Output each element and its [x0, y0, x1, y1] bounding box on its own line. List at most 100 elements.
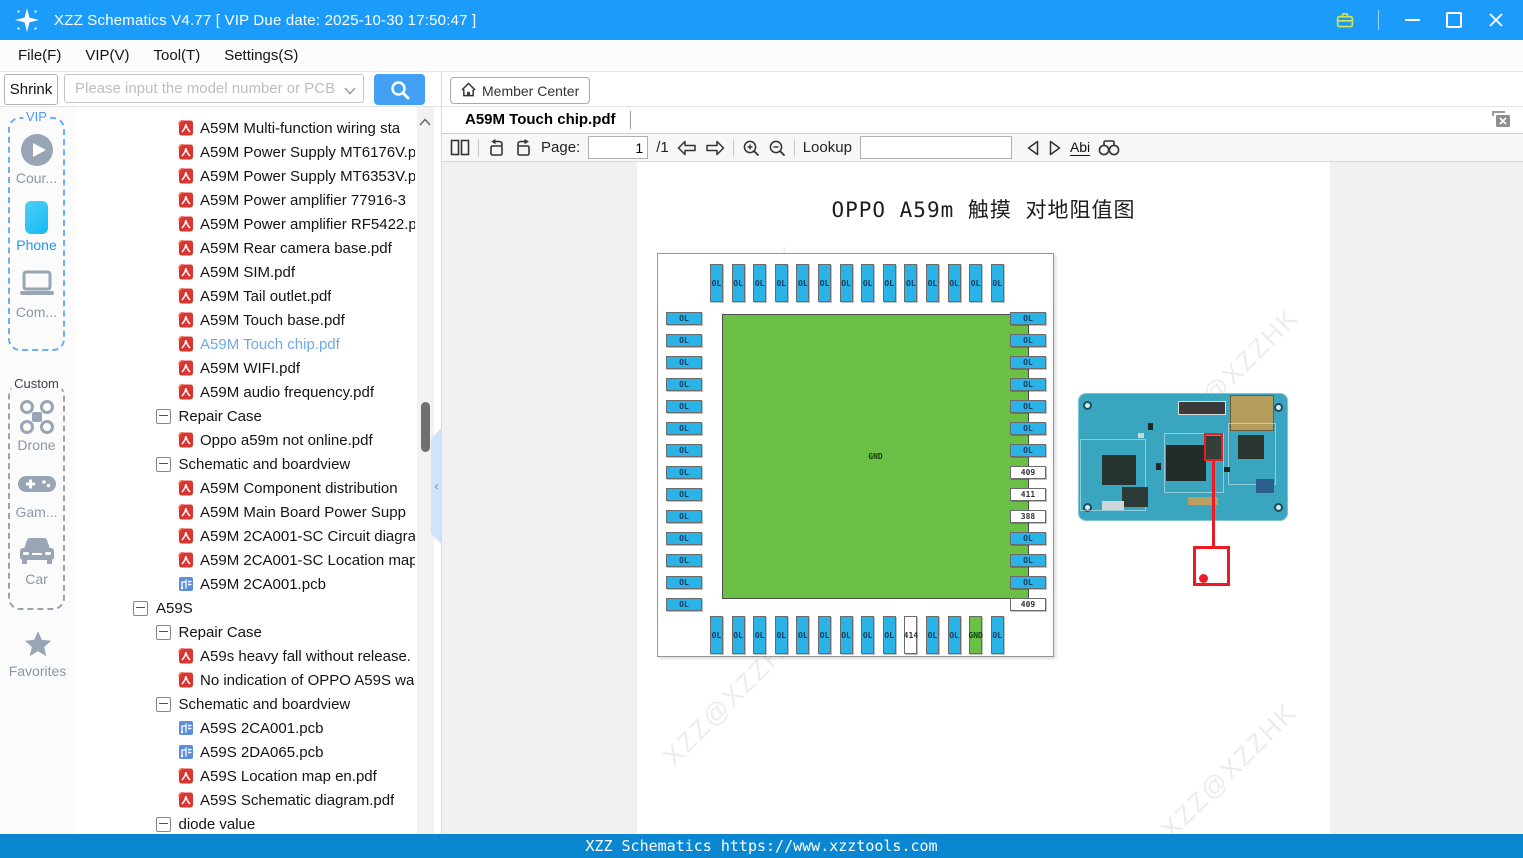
chip-pin: 388: [1010, 510, 1046, 523]
find-next-icon[interactable]: [1048, 140, 1062, 156]
tab-a59m-touch-chip[interactable]: A59M Touch chip.pdf: [465, 107, 616, 132]
search-input[interactable]: [64, 74, 364, 103]
tree-node-repair-case[interactable]: Repair Case: [75, 404, 415, 428]
collapse-minus-icon[interactable]: [156, 817, 171, 832]
vip-group: VIP Cour...PhoneCom...: [8, 117, 65, 351]
sidebar-item-favorites[interactable]: Favorites: [0, 627, 75, 679]
tree-item-a59m-power-supply-mt6353v-p[interactable]: A59M Power Supply MT6353V.p: [75, 164, 415, 188]
tree-node-schematic-and-boardview[interactable]: Schematic and boardview: [75, 452, 415, 476]
binoculars-icon[interactable]: [1098, 139, 1120, 156]
chip-pin: OL: [666, 598, 702, 611]
pcb-chip: [1102, 455, 1136, 485]
chip-pin: OL: [666, 378, 702, 391]
menu-item-vipv[interactable]: VIP(V): [85, 47, 129, 64]
tree-item-a59m-touch-base-pdf[interactable]: A59M Touch base.pdf: [75, 308, 415, 332]
collapse-minus-icon[interactable]: [156, 457, 171, 472]
tree-item-a59m-audio-frequency-pdf[interactable]: A59M audio frequency.pdf: [75, 380, 415, 404]
next-page-icon[interactable]: [705, 140, 725, 156]
sidebar-item-cour[interactable]: Cour...: [10, 132, 63, 186]
tree-item-a59m-tail-outlet-pdf[interactable]: A59M Tail outlet.pdf: [75, 284, 415, 308]
tree-item-a59s-heavy-fall-without-release-[interactable]: A59s heavy fall without release.: [75, 644, 415, 668]
collapse-panel-handle[interactable]: ‹: [431, 427, 441, 545]
match-case-toggle[interactable]: Abi: [1070, 140, 1090, 156]
app-logo-icon: [14, 7, 40, 33]
sidebar-item-com[interactable]: Com...: [10, 266, 63, 320]
pcb-component: [1224, 467, 1230, 472]
tree-node-repair-case[interactable]: Repair Case: [75, 620, 415, 644]
tree-item-a59m-main-board-power-supp[interactable]: A59M Main Board Power Supp: [75, 500, 415, 524]
pdf-icon: [178, 648, 194, 664]
tree-item-a59s-2da065-pcb[interactable]: A59S 2DA065.pcb: [75, 740, 415, 764]
zoom-out-icon[interactable]: [768, 139, 786, 157]
menu-item-settingss[interactable]: Settings(S): [224, 47, 298, 64]
chevron-down-icon[interactable]: [344, 82, 356, 100]
tree-scrollbar-thumb[interactable]: [421, 402, 430, 452]
collapse-minus-icon[interactable]: [156, 697, 171, 712]
tree-item-a59m-power-amplifier-77916-3[interactable]: A59M Power amplifier 77916-3: [75, 188, 415, 212]
collapse-minus-icon[interactable]: [156, 409, 171, 424]
tree-item-a59m-2ca001-pcb[interactable]: A59M 2CA001.pcb: [75, 572, 415, 596]
status-bar: XZZ Schematics https://www.xzztools.com: [0, 834, 1523, 858]
custom-group-label: Custom: [11, 376, 62, 391]
tree-item-a59s-2ca001-pcb[interactable]: A59S 2CA001.pcb: [75, 716, 415, 740]
tree-item-a59m-multi-function-wiring-sta[interactable]: A59M Multi-function wiring sta: [75, 116, 415, 140]
maximize-button[interactable]: [1445, 11, 1463, 29]
tree-item-a59m-2ca001-sc-circuit-diagra[interactable]: A59M 2CA001-SC Circuit diagra: [75, 524, 415, 548]
chip-pin: 414: [904, 616, 917, 654]
tree-item-a59m-component-distribution[interactable]: A59M Component distribution: [75, 476, 415, 500]
rotate-left-icon[interactable]: [487, 139, 506, 157]
tree-node-schematic-and-boardview[interactable]: Schematic and boardview: [75, 692, 415, 716]
page-number-input[interactable]: [588, 136, 648, 159]
sidebar-item-car[interactable]: Car: [10, 533, 63, 587]
chip-pin: OL: [732, 616, 745, 654]
close-button[interactable]: [1487, 11, 1505, 29]
scroll-up-icon[interactable]: [419, 113, 431, 131]
pdf-canvas[interactable]: XZZ@XZZHK XZZ@XZZHK XZZ@XZZHK XZZ@XZZHK …: [442, 162, 1523, 834]
chip-pin: OL: [775, 264, 788, 302]
previous-page-icon[interactable]: [677, 140, 697, 156]
menu-item-filef[interactable]: File(F): [18, 47, 61, 64]
tree-item-a59s-schematic-diagram-pdf[interactable]: A59S Schematic diagram.pdf: [75, 788, 415, 812]
chip-pinout-diagram: GND OLOLOLOLOLOLOLOLOLOLOLOLOLOL OLOLOLO…: [657, 253, 1054, 657]
tree-item-a59m-rear-camera-base-pdf[interactable]: A59M Rear camera base.pdf: [75, 236, 415, 260]
pdf-icon: [178, 480, 194, 496]
tree-item-a59m-power-supply-mt6176v-p[interactable]: A59M Power Supply MT6176V.p: [75, 140, 415, 164]
pcb-chip: [1256, 479, 1274, 493]
member-center-button[interactable]: Member Center: [450, 77, 590, 104]
sidebar-item-gam[interactable]: Gam...: [10, 466, 63, 520]
zoom-in-icon[interactable]: [742, 139, 760, 157]
minimize-button[interactable]: [1403, 11, 1421, 29]
titlebar-divider: [1378, 10, 1379, 30]
pcb-chip: [1238, 435, 1264, 459]
tree-item-no-indication-of-oppo-a59s-wa[interactable]: No indication of OPPO A59S wa: [75, 668, 415, 692]
shrink-button[interactable]: Shrink: [4, 74, 58, 105]
vip-group-label: VIP: [23, 109, 50, 124]
vip-briefcase-icon[interactable]: [1336, 11, 1354, 29]
chip-pin: OL: [926, 264, 939, 302]
tree-item-a59m-2ca001-sc-location-map[interactable]: A59M 2CA001-SC Location map: [75, 548, 415, 572]
sidebar-item-phone[interactable]: Phone: [10, 199, 63, 253]
search-button[interactable]: [374, 74, 425, 105]
chip-pin: OL: [666, 356, 702, 369]
tree-item-a59m-sim-pdf[interactable]: A59M SIM.pdf: [75, 260, 415, 284]
lookup-input[interactable]: [860, 136, 1012, 159]
chip-pin: OL: [904, 264, 917, 302]
menu-item-toolt[interactable]: Tool(T): [154, 47, 201, 64]
chip-pin: 411: [1010, 488, 1046, 501]
find-previous-icon[interactable]: [1026, 140, 1040, 156]
tree-node-diode-value[interactable]: diode value: [75, 812, 415, 834]
tree-item-a59m-touch-chip-pdf[interactable]: A59M Touch chip.pdf: [75, 332, 415, 356]
sidebar-item-drone[interactable]: Drone: [10, 399, 63, 453]
tree-item-a59m-power-amplifier-rf5422-p[interactable]: A59M Power amplifier RF5422.p: [75, 212, 415, 236]
collapse-minus-icon[interactable]: [156, 625, 171, 640]
tree-item-a59m-wifi-pdf[interactable]: A59M WIFI.pdf: [75, 356, 415, 380]
chip-pin: OL: [818, 264, 831, 302]
tree-item-oppo-a59m-not-online-pdf[interactable]: Oppo a59m not online.pdf: [75, 428, 415, 452]
rotate-right-icon[interactable]: [514, 139, 533, 157]
tree-item-a59s-location-map-en-pdf[interactable]: A59S Location map en.pdf: [75, 764, 415, 788]
collapse-minus-icon[interactable]: [133, 601, 148, 616]
two-page-view-icon[interactable]: [450, 139, 470, 156]
tree-node-a59s[interactable]: A59S: [75, 596, 415, 620]
chip-pin: OL: [1010, 554, 1046, 567]
close-all-tabs-icon[interactable]: [1492, 111, 1511, 133]
